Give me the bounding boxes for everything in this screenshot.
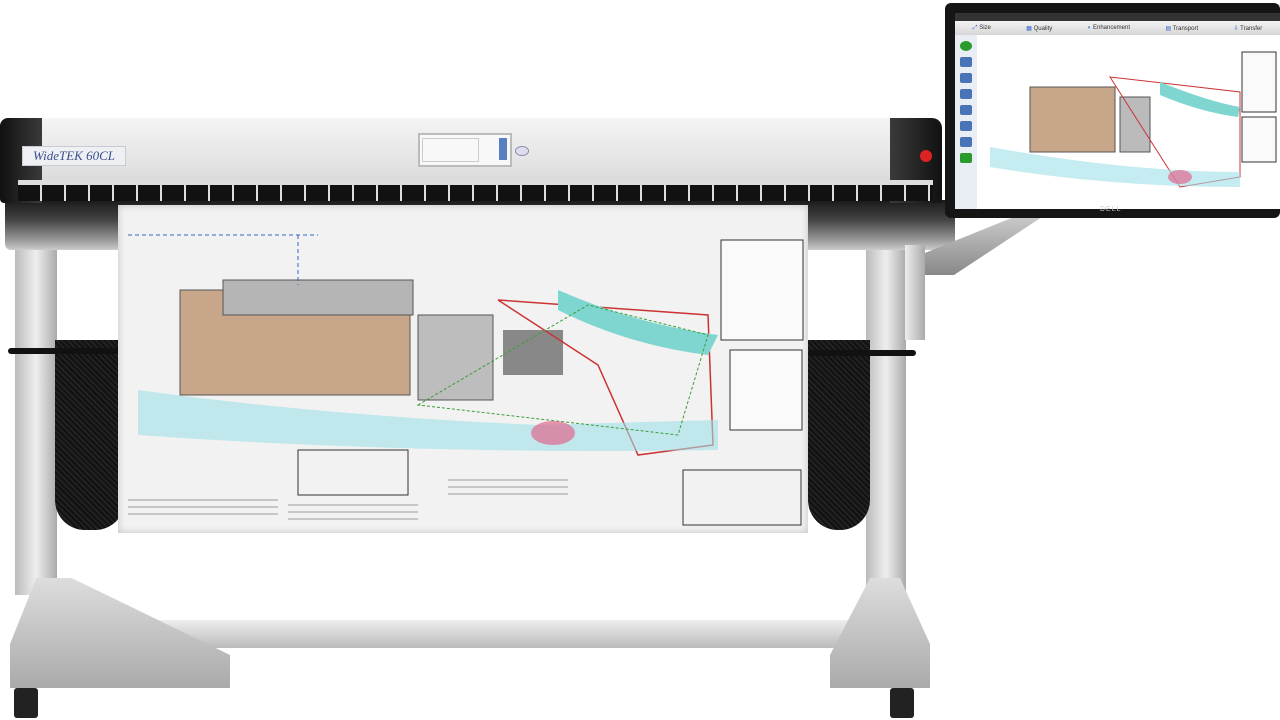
building-footprint-small xyxy=(503,330,563,375)
tab-transfer[interactable]: ⇩ Transfer xyxy=(1233,25,1263,32)
preview-icon[interactable] xyxy=(960,73,972,83)
catch-basin-schedule xyxy=(682,469,802,526)
grading-contours xyxy=(416,304,709,436)
scan-software-screen: ⤢ Size ▦ Quality ◐ Enhancement ▤ Transpo… xyxy=(955,13,1280,209)
left-catch-basket xyxy=(55,340,125,530)
transfer-icon: ⇩ xyxy=(1233,25,1239,32)
tab-enhancement[interactable]: ◐ Enhancement xyxy=(1087,25,1131,31)
scan-preview-image xyxy=(980,37,1278,207)
stand-left-leg xyxy=(15,245,57,595)
scan-start-icon[interactable] xyxy=(960,41,972,51)
stop-button[interactable] xyxy=(920,150,932,162)
tab-quality[interactable]: ▦ Quality xyxy=(1026,25,1053,32)
dell-logo: DELL xyxy=(1100,206,1122,213)
zoning-table xyxy=(297,449,409,496)
scanned-site-plan-document xyxy=(118,205,808,533)
abutting-land-table xyxy=(729,349,803,431)
caster-left xyxy=(14,688,38,718)
software-title-bar xyxy=(955,13,1280,21)
go-icon[interactable] xyxy=(960,153,972,163)
software-tab-bar: ⤢ Size ▦ Quality ◐ Enhancement ▤ Transpo… xyxy=(955,21,1280,35)
monitor-arm-bracket xyxy=(905,245,925,340)
building-footprint-secondary xyxy=(417,314,494,401)
enhancement-icon: ◐ xyxy=(1087,25,1092,31)
print-icon[interactable] xyxy=(960,105,972,115)
quality-icon: ▦ xyxy=(1026,25,1032,32)
measuring-ruler xyxy=(18,180,933,201)
left-basket-handle xyxy=(8,348,126,354)
caster-right xyxy=(890,688,914,718)
site-plan-drawing xyxy=(128,234,804,526)
rotate-icon[interactable] xyxy=(960,57,972,67)
stand-right-leg xyxy=(866,245,906,595)
right-basket-handle xyxy=(808,350,916,356)
pond xyxy=(531,421,575,445)
tab-size[interactable]: ⤢ Size xyxy=(972,24,991,31)
scanner-touch-panel[interactable] xyxy=(418,133,512,167)
resize-icon: ⤢ xyxy=(972,24,978,31)
transport-icon: ▤ xyxy=(1165,25,1172,32)
parking-area xyxy=(222,279,414,316)
tab-transport[interactable]: ▤ Transport xyxy=(1165,25,1199,32)
settings-icon[interactable] xyxy=(960,121,972,131)
crop-icon[interactable] xyxy=(960,137,972,147)
right-catch-basket xyxy=(808,340,870,530)
scan-icon[interactable] xyxy=(960,89,972,99)
stand-right-foot xyxy=(830,578,930,688)
water-area xyxy=(558,290,718,355)
power-button[interactable] xyxy=(515,146,529,156)
model-logo: WideTEK 60CL xyxy=(22,146,126,166)
tool-sidebar xyxy=(955,35,977,209)
legend-box xyxy=(720,239,804,341)
